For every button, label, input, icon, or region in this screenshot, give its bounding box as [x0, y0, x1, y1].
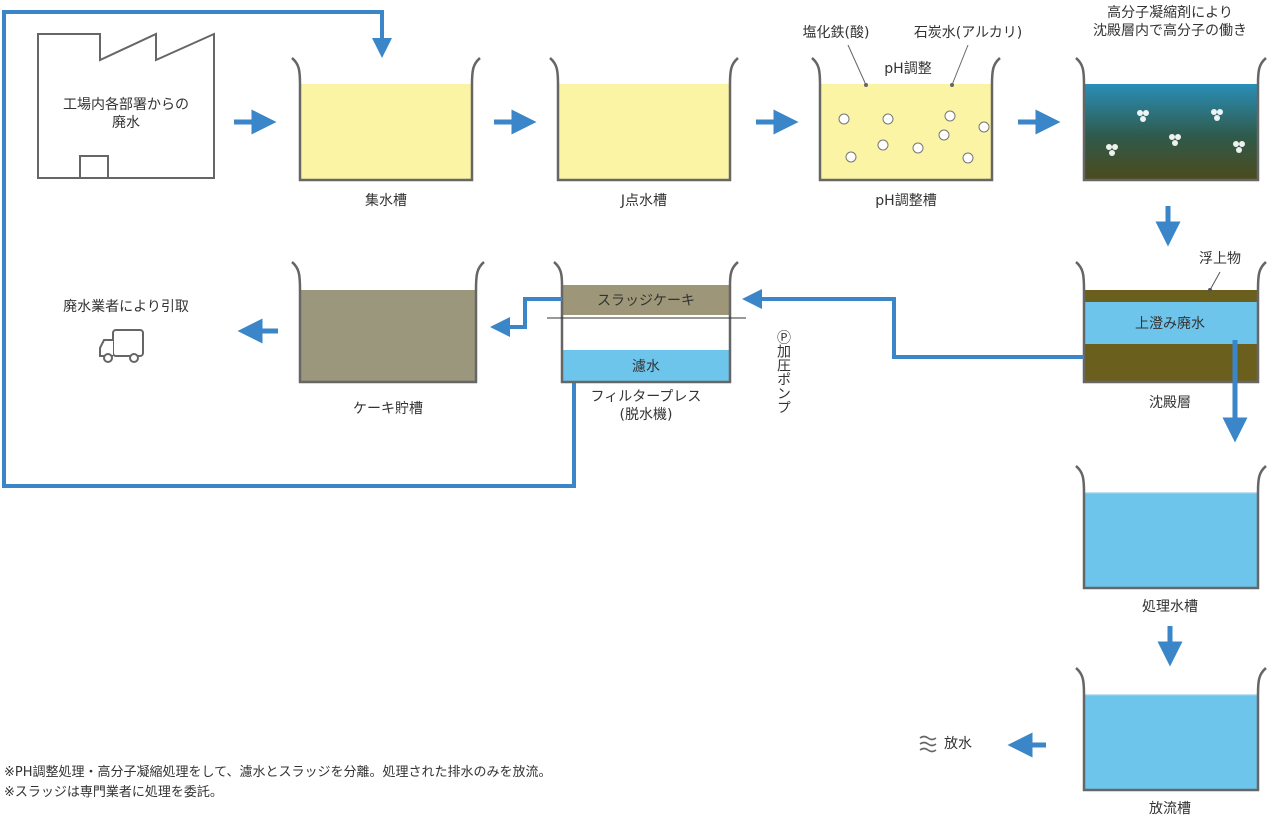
factory-building	[37, 32, 215, 179]
label-water-release: 放水	[944, 736, 972, 752]
tank-discharge	[1075, 667, 1267, 792]
flow-arrows	[234, 109, 1248, 758]
note-1: ※PH調整処理・高分子凝縮処理をして、濾水とスラッジを分離。処理された排水のみを…	[4, 765, 552, 780]
label-treated: 処理水槽	[1142, 599, 1198, 615]
tank-cake-storage	[291, 261, 485, 384]
label-j-point: J点水槽	[620, 193, 668, 209]
water-release-icon	[919, 735, 937, 753]
label-ferric-chloride: 塩化鉄(酸)	[802, 25, 870, 41]
label-pressure-pump: Ⓟ加圧ポンプ	[775, 330, 791, 414]
tank-collection	[291, 57, 481, 182]
label-sludge-cake: スラッジケーキ	[597, 293, 695, 309]
label-polymer-line2: 沈殿層内で高分子の働き	[1093, 23, 1247, 39]
factory-label-line1: 工場内各部署からの	[63, 97, 189, 113]
factory-label-line2: 廃水	[112, 115, 140, 131]
tank-polymer	[1075, 57, 1267, 182]
tank-ph-adjust	[811, 44, 1001, 182]
label-collection: 集水槽	[365, 193, 407, 209]
filtrate-return-line	[2, 10, 576, 488]
label-supernatant: 上澄み廃水	[1135, 316, 1205, 332]
label-floating: 浮上物	[1199, 251, 1241, 267]
tank-treated	[1075, 465, 1267, 590]
label-polymer: 高分子凝縮剤により 沈殿層内で高分子の働き	[1093, 4, 1247, 40]
pump-line-settling-to-press	[742, 289, 1084, 359]
label-ph-adjust: pH調整槽	[875, 193, 937, 209]
chemical-particles	[838, 110, 990, 164]
tank-settling	[1075, 261, 1267, 384]
truck-icon	[99, 329, 144, 363]
note-2: ※スラッジは専門業者に処理を委託。	[4, 785, 223, 800]
label-cake-storage: ケーキ貯槽	[353, 401, 423, 417]
label-lime-water: 石炭水(アルカリ)	[913, 25, 1023, 41]
line-press-to-cake	[490, 297, 562, 337]
label-filter-press-line1: フィルタープレス	[590, 389, 702, 405]
label-discharge: 放流槽	[1149, 801, 1191, 817]
filter-press	[547, 261, 746, 384]
factory-door	[79, 155, 109, 179]
label-polymer-line1: 高分子凝縮剤により	[1107, 5, 1233, 21]
label-ph-center: pH調整	[884, 61, 932, 77]
tank-j-point	[549, 57, 739, 182]
floc-particles	[1106, 109, 1245, 156]
label-settling: 沈殿層	[1149, 395, 1191, 411]
label-filter-press: フィルタープレス (脱水機)	[591, 388, 702, 424]
label-filter-press-line2: (脱水機)	[619, 407, 673, 423]
label-filtrate: 濾水	[632, 359, 660, 375]
label-disposal: 廃水業者により引取	[63, 299, 189, 315]
factory-label: 工場内各部署からの 廃水	[63, 96, 189, 132]
